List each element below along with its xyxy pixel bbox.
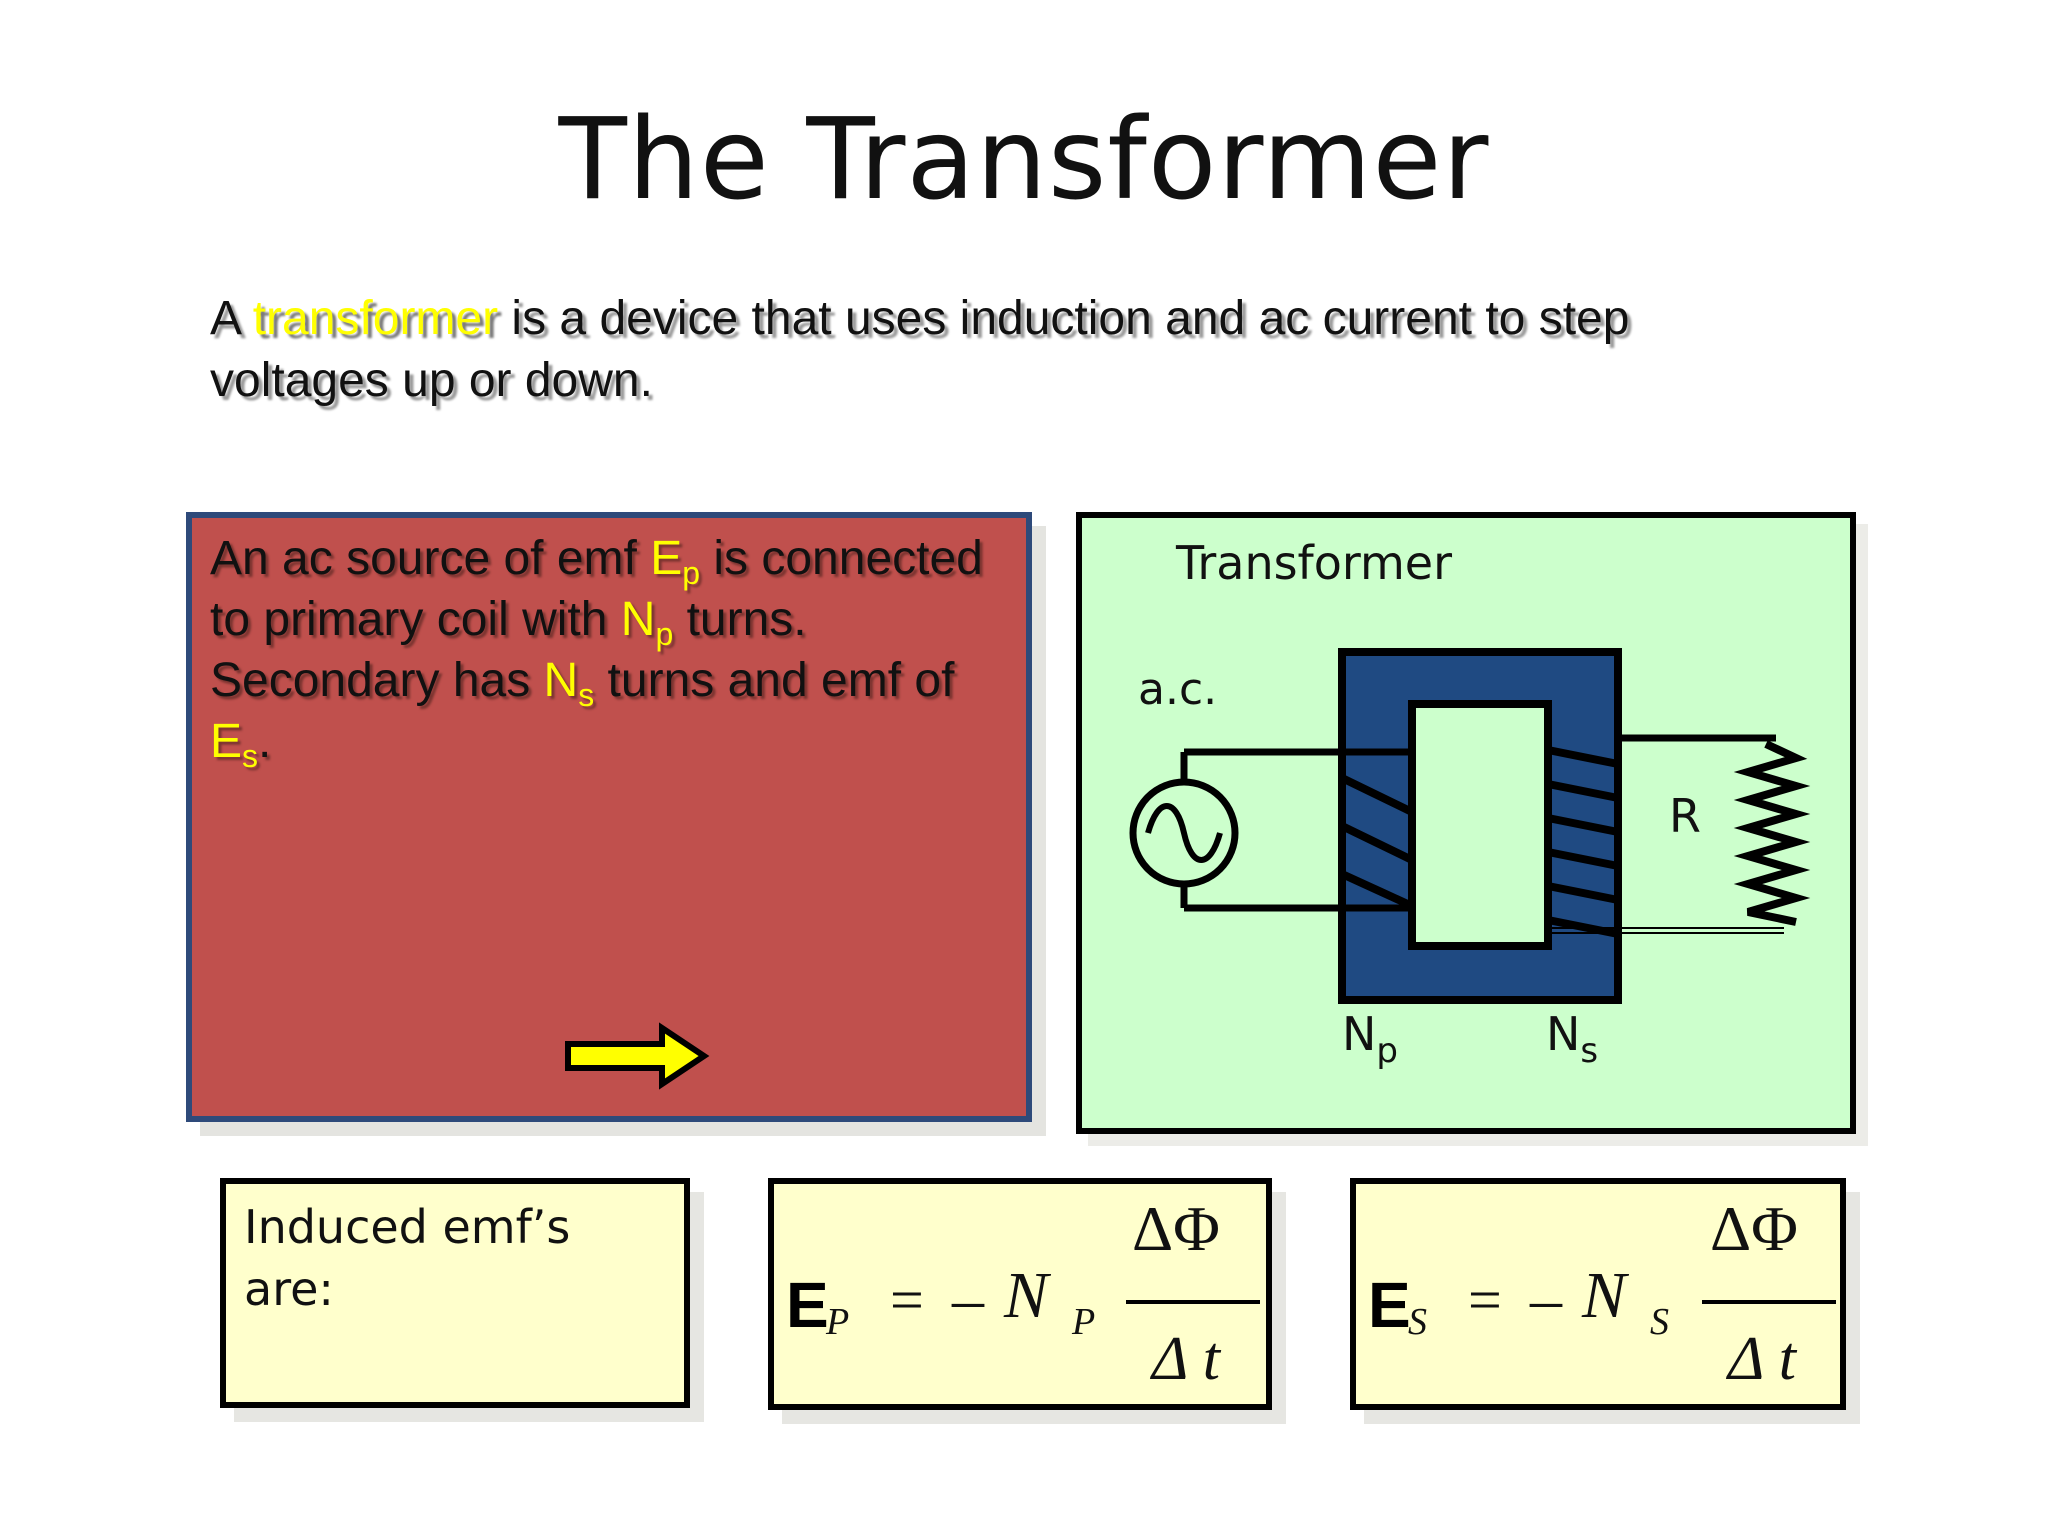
eq-p-N: N bbox=[1004, 1259, 1049, 1332]
primary-coil bbox=[1340, 774, 1414, 910]
secondary-turns-label: Ns bbox=[1546, 1007, 1598, 1071]
eq-s-equals: = bbox=[1468, 1267, 1502, 1333]
desc-part: An ac source of emf bbox=[210, 532, 651, 585]
resistor-icon bbox=[1733, 740, 1811, 926]
transformer-diagram: Transformer a.c. R Np Ns bbox=[1129, 536, 1811, 1071]
primary-turns-label: Np bbox=[1342, 1007, 1398, 1071]
description-panel bbox=[186, 512, 1032, 1122]
eq-s-denominator: Δ t bbox=[1728, 1325, 1796, 1393]
description-text: An ac source of emf Ep is connected to p… bbox=[210, 528, 1010, 772]
secondary-circuit bbox=[1548, 734, 1784, 934]
intro-rest: is a device that uses induction and ac c… bbox=[210, 292, 1630, 407]
core-window bbox=[1408, 700, 1552, 950]
induced-emf-box bbox=[220, 1178, 690, 1408]
eq-p-N-sub: P bbox=[1072, 1301, 1096, 1343]
intro-prefix: A bbox=[210, 292, 253, 345]
np-symbol: Np bbox=[620, 593, 674, 652]
eq-s-E-sub: S bbox=[1408, 1301, 1427, 1343]
eq-s-N: N bbox=[1582, 1259, 1627, 1332]
desc-part: . bbox=[258, 715, 272, 768]
eq-s-numerator: ΔΦ bbox=[1710, 1193, 1798, 1264]
induced-line-2: are: bbox=[244, 1262, 334, 1316]
primary-equation-box: E P = – N P ΔΦ Δ t bbox=[768, 1178, 1272, 1410]
resistor-label: R bbox=[1669, 789, 1701, 843]
eq-p-denominator: Δ t bbox=[1152, 1325, 1220, 1393]
es-symbol: Es bbox=[210, 715, 259, 774]
diagram-title: Transformer bbox=[1175, 536, 1452, 590]
eq-s-N-sub: S bbox=[1650, 1301, 1669, 1343]
desc-part: turns and emf of bbox=[594, 654, 955, 707]
slide-title: The Transformer bbox=[558, 95, 1490, 225]
eq-s-minus: – bbox=[1530, 1263, 1562, 1334]
ac-label: a.c. bbox=[1138, 664, 1217, 715]
eq-s-E: E bbox=[1368, 1269, 1411, 1341]
transformer-highlight: transformer bbox=[252, 292, 499, 345]
eq-p-fraction-bar bbox=[1126, 1300, 1260, 1304]
eq-p-equals: = bbox=[890, 1267, 924, 1333]
eq-p-minus: – bbox=[952, 1263, 984, 1334]
eq-p-E: E bbox=[786, 1269, 829, 1341]
eq-p-numerator: ΔΦ bbox=[1132, 1193, 1220, 1264]
desc-part: is connected to primary coil with bbox=[210, 532, 983, 646]
desc-part: turns. Secondary has bbox=[210, 593, 807, 707]
secondary-equation-box: E S = – N S ΔΦ Δ t bbox=[1350, 1178, 1846, 1410]
induced-line-1: Induced emf’s bbox=[244, 1200, 571, 1254]
ns-symbol: Ns bbox=[543, 654, 595, 713]
right-arrow-icon[interactable] bbox=[560, 1022, 720, 1092]
induced-emf-text: Induced emf’s are: bbox=[244, 1196, 674, 1320]
ep-symbol: Ep bbox=[650, 532, 701, 591]
eq-p-E-sub: P bbox=[826, 1301, 850, 1343]
intro-text: A transformer is a device that uses indu… bbox=[210, 288, 1810, 412]
sine-wave-icon bbox=[1145, 803, 1223, 863]
eq-s-fraction-bar bbox=[1702, 1300, 1836, 1304]
